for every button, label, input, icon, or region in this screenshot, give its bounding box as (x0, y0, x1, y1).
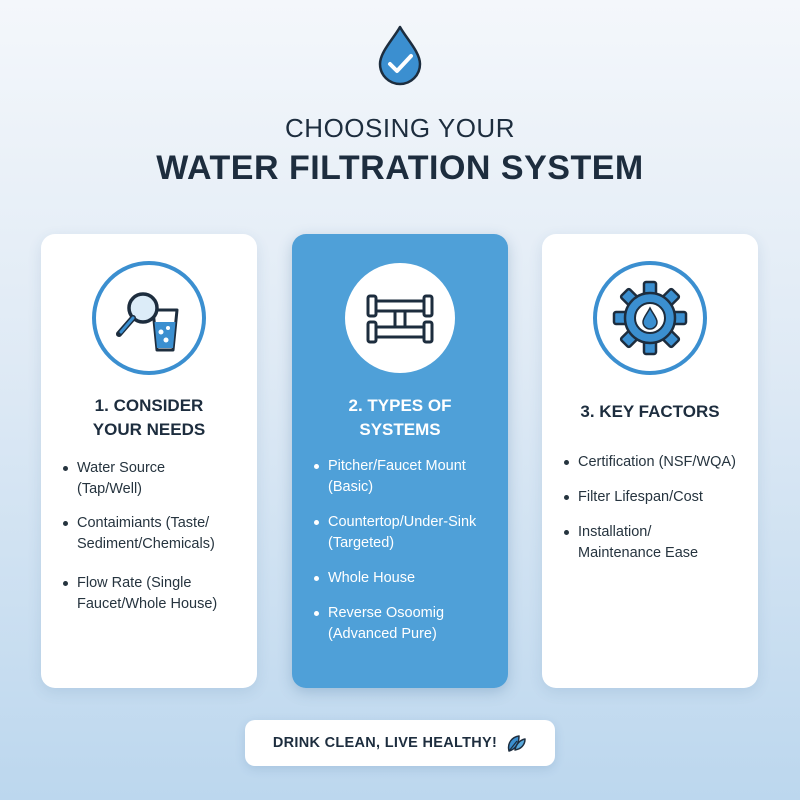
card-items: Water Source(Tap/Well) Contaimiants (Tas… (61, 458, 247, 615)
list-item: Pitcher/Faucet Mount(Basic) (312, 456, 498, 498)
list-item: Installation/Maintenance Ease (562, 522, 748, 564)
card-types-of-systems: 2. TYPES OF SYSTEMS Pitcher/Faucet Mount… (292, 234, 508, 688)
list-item: Water Source(Tap/Well) (61, 458, 247, 500)
list-item: Contaimiants (Taste/Sediment/Chemicals) (61, 513, 247, 555)
page-title-line2: WATER FILTRATION SYSTEM (156, 149, 644, 187)
water-drop-check-icon (378, 25, 422, 86)
list-item: Reverse Osoomig(Advanced Pure) (312, 603, 498, 645)
page-title-line1: CHOOSING YOUR (285, 113, 515, 143)
list-item: Countertop/Under-Sink(Targeted) (312, 512, 498, 554)
card-items: Pitcher/Faucet Mount(Basic) Countertop/U… (312, 456, 498, 645)
list-item: Certification (NSF/WQA) (562, 452, 748, 473)
card-title: 3. KEY FACTORS (580, 402, 720, 421)
card-items: Certification (NSF/WQA) Filter Lifespan/… (562, 452, 748, 564)
card-title: 1. CONSIDER YOUR NEEDS (92, 396, 206, 439)
tagline-banner: DRINK CLEAN, LIVE HEALTHY! (245, 720, 555, 766)
list-item: Whole House (312, 568, 498, 589)
card-key-factors: 3. KEY FACTORS Certification (NSF/WQA) F… (542, 234, 758, 688)
card-title: 2. TYPES OF SYSTEMS (348, 396, 452, 439)
magnifier-water-glass-icon (92, 261, 206, 375)
list-item: Filter Lifespan/Cost (562, 487, 748, 508)
pipes-icon (345, 263, 455, 373)
tagline-text: DRINK CLEAN, LIVE HEALTHY! (272, 735, 498, 751)
gear-water-drop-icon (593, 261, 707, 375)
card-consider-needs: 1. CONSIDER YOUR NEEDS Water Source(Tap/… (41, 234, 257, 688)
leaf-icon (507, 735, 526, 752)
